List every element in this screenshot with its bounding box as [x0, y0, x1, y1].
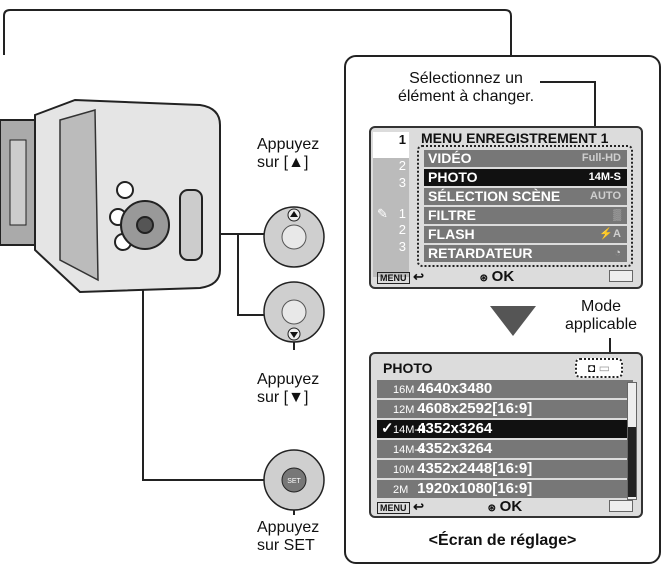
menu-item-flash[interactable]: FLASH⚡A	[424, 226, 627, 243]
tab-camera-1[interactable]: 1	[373, 132, 409, 158]
option-row[interactable]: 12M 4608x2592[16:9]	[377, 400, 633, 418]
option-row[interactable]: 10M 4352x2448[16:9]	[377, 460, 633, 478]
camera-illustration	[0, 98, 221, 294]
photo-footer: MENU ↩ ⊛ OK	[377, 498, 633, 515]
option-row[interactable]: 16M 4640x3480	[377, 380, 633, 398]
menu-title: MENU ENREGISTREMENT 1	[421, 130, 609, 146]
scrollbar-thumb[interactable]	[628, 427, 636, 497]
mode-icons: ◘ ▭	[575, 358, 623, 378]
select-pointer-line	[540, 81, 596, 142]
camera-icon: ◘	[588, 361, 596, 375]
menu-item-timer[interactable]: RETARDATEUR◔	[424, 245, 627, 262]
ok-label: OK	[499, 498, 523, 515]
tab-settings-2[interactable]: 2	[398, 222, 406, 237]
battery-icon	[609, 270, 633, 282]
check-icon: ✓	[381, 420, 394, 437]
ok-label: OK	[491, 268, 515, 285]
tab-column: 1 2 3 ✎1 2 3	[373, 132, 409, 277]
menu-screen: MENU ENREGISTREMENT 1 1 2 3 ✎1 2 3 VIDÉO…	[369, 126, 643, 289]
return-icon: ↩	[413, 269, 425, 284]
photo-title: PHOTO	[383, 360, 433, 376]
tab-camera-3[interactable]: 3	[398, 175, 406, 190]
tab-camera-2[interactable]: 2	[398, 158, 406, 173]
menu-back-button[interactable]: MENU	[377, 502, 410, 514]
tab-settings-1[interactable]: ✎1	[373, 192, 409, 222]
down-button-pad[interactable]	[262, 280, 326, 344]
option-row-selected[interactable]: ✓14M-H 4352x3264	[377, 420, 633, 438]
tab-settings-3[interactable]: 3	[398, 239, 406, 254]
wrench-icon: ✎	[377, 206, 388, 221]
scrollbar[interactable]	[627, 382, 637, 500]
menu-footer: MENU ↩ ⊛ OK	[377, 268, 633, 285]
set-icon: ⊛	[487, 503, 497, 514]
svg-text:SET: SET	[287, 478, 301, 485]
battery-icon	[609, 500, 633, 512]
down-arrow-icon	[490, 306, 536, 336]
option-row[interactable]: 14M-S 4352x3264	[377, 440, 633, 458]
option-row[interactable]: 2M 1920x1080[16:9]	[377, 480, 633, 498]
menu-back-button[interactable]: MENU	[377, 272, 410, 284]
set-button-pad[interactable]: SET	[262, 448, 326, 512]
return-icon: ↩	[413, 499, 425, 514]
menu-item-filter[interactable]: FILTRE▒	[424, 207, 627, 224]
set-icon: ⊛	[479, 273, 489, 284]
caption: <Écran de réglage>	[428, 532, 577, 549]
video-icon: ▭	[598, 361, 610, 375]
photo-screen: PHOTO ◘ ▭ 16M 4640x3480 12M 4608x2592[16…	[369, 352, 643, 518]
menu-selection-highlight	[417, 145, 633, 267]
up-button-pad[interactable]	[262, 205, 326, 269]
